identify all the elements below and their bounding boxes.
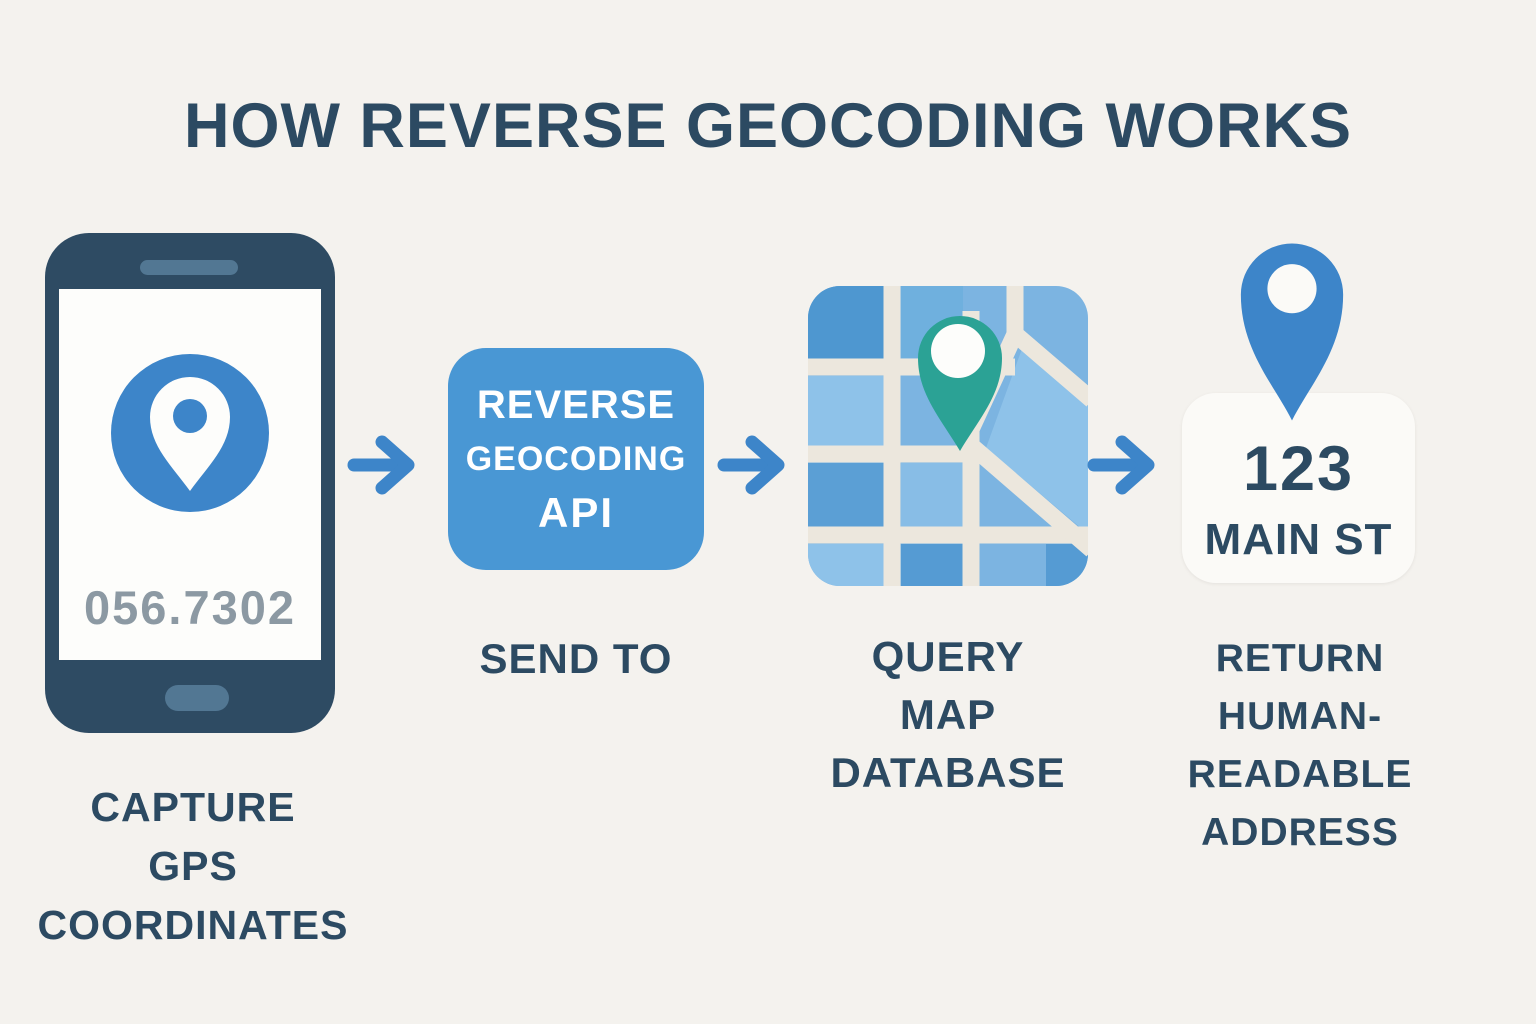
caption-capture-gps: CAPTURE GPS COORDINATES — [37, 784, 349, 948]
location-pin-hole — [1267, 264, 1317, 314]
reverse-geocoding-api-box: REVERSE GEOCODING API — [448, 348, 704, 570]
gps-pin-dot — [173, 399, 207, 433]
map-pin-hole — [931, 324, 985, 378]
address-number: 123 — [1242, 434, 1355, 504]
phone-speaker — [140, 260, 238, 275]
gps-coordinates-value: 056.7302 — [83, 581, 297, 634]
address-card: 123 MAIN ST — [1182, 393, 1415, 583]
caption-query-map-database: QUERY MAP DATABASE — [830, 633, 1066, 796]
arrow-right-icon — [717, 435, 785, 495]
api-box-line1: REVERSE — [476, 382, 676, 427]
arrow-right-icon — [1087, 435, 1155, 495]
phone-home-button — [165, 685, 229, 711]
smartphone-location-icon — [45, 233, 335, 733]
address-street: MAIN ST — [1204, 515, 1393, 564]
map-with-pin-icon — [808, 286, 1088, 586]
caption-return-address: RETURN HUMAN- READABLE ADDRESS — [1187, 637, 1413, 854]
api-box-line2: GEOCODING — [465, 439, 687, 478]
gps-pin-icon — [150, 377, 230, 491]
arrow-right-icon — [347, 435, 415, 495]
location-pin-icon — [1240, 243, 1344, 421]
api-box-line3: API — [537, 488, 614, 536]
caption-send-to: SEND TO — [479, 635, 673, 682]
page-title: HOW REVERSE GEOCODING WORKS — [183, 91, 1353, 161]
